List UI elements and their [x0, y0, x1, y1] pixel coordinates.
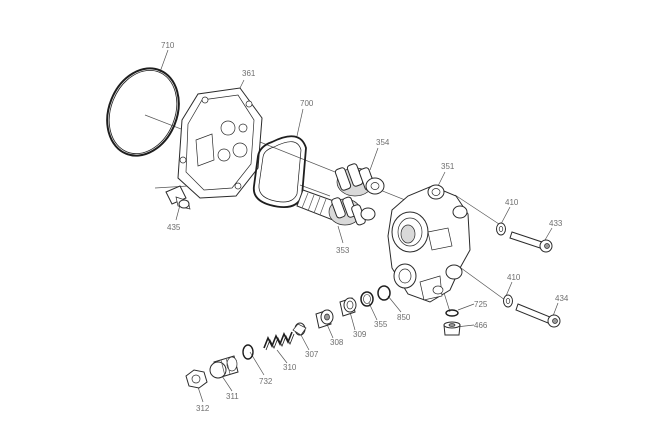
drive-shaft-353 — [296, 189, 376, 226]
label-710: 710 — [161, 41, 175, 50]
label-307: 307 — [305, 350, 319, 359]
label-355: 355 — [374, 320, 388, 329]
label-435: 435 — [167, 223, 181, 232]
o-ring-710 — [106, 67, 180, 157]
gasket-700 — [252, 135, 307, 208]
o-ring-725 — [445, 309, 459, 317]
bolt-433 — [509, 231, 553, 253]
valve-seat-307 — [292, 322, 307, 336]
label-433: 433 — [549, 219, 563, 228]
label-309: 309 — [353, 330, 367, 339]
plug-466 — [443, 321, 461, 336]
label-410-lower: 410 — [507, 273, 521, 282]
label-700: 700 — [300, 99, 314, 108]
spring-310 — [263, 331, 295, 351]
label-361: 361 — [242, 69, 256, 78]
sleeve-309 — [339, 297, 357, 317]
valve-piston-308 — [315, 309, 334, 329]
retaining-ring-355 — [360, 291, 374, 307]
washer-410-lower — [503, 294, 513, 308]
washer-410-upper — [496, 222, 506, 236]
label-434: 434 — [555, 294, 569, 303]
o-ring-732 — [242, 344, 254, 360]
label-311: 311 — [226, 392, 239, 401]
adjusting-screw-311 — [209, 355, 239, 379]
cover-361 — [177, 87, 263, 199]
bolt-435 — [165, 185, 191, 210]
label-466: 466 — [474, 321, 488, 330]
lock-nut-312 — [185, 369, 208, 389]
label-351: 351 — [441, 162, 455, 171]
label-353: 353 — [336, 246, 350, 255]
label-354: 354 — [376, 138, 390, 147]
bolt-434 — [515, 303, 561, 328]
label-312: 312 — [196, 404, 210, 413]
label-850: 850 — [397, 313, 411, 322]
part-labels: 710 361 700 354 351 435 353 410 433 410 … — [161, 41, 569, 413]
pump-body-351 — [387, 184, 471, 303]
label-410-upper: 410 — [505, 198, 519, 207]
label-732: 732 — [259, 377, 273, 386]
gear-354 — [334, 163, 385, 197]
label-308: 308 — [330, 338, 344, 347]
snap-ring-850 — [377, 285, 391, 301]
label-725: 725 — [474, 300, 488, 309]
label-310: 310 — [283, 363, 297, 372]
